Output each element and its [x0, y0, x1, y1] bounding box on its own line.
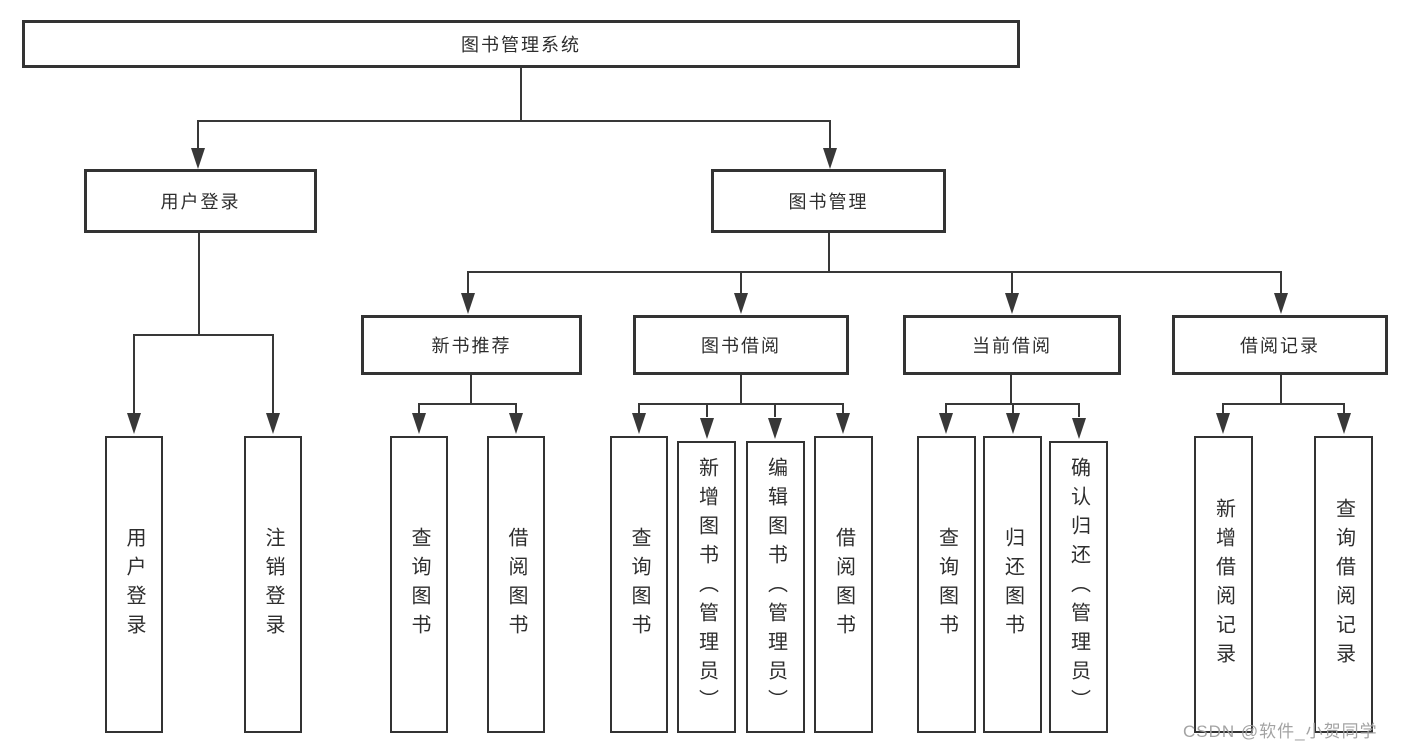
leaf-bb-query-book-label: 查询图书: [628, 526, 650, 643]
node-new-book-rec: 新书推荐: [361, 315, 582, 375]
leaf-cb-return-book: 归还图书: [983, 436, 1042, 733]
arrow-down-icon: [1216, 413, 1230, 434]
connector-line: [1011, 271, 1013, 295]
node-borrow-record-label: 借阅记录: [1240, 336, 1320, 356]
leaf-bb-borrow-book-label: 借阅图书: [832, 526, 855, 643]
node-root: 图书管理系统: [22, 20, 1020, 68]
connector-line: [467, 271, 1282, 273]
leaf-bb-edit-book: 编辑图书（管理员）: [746, 441, 805, 733]
leaf-user-login-label: 用户登录: [123, 526, 145, 643]
connector-line: [842, 403, 844, 415]
connector-line: [740, 375, 742, 405]
leaf-rec-query-book: 查询图书: [390, 436, 448, 733]
arrow-down-icon: [509, 413, 523, 434]
leaf-br-query-record: 查询借阅记录: [1314, 436, 1373, 733]
connector-line: [198, 233, 200, 336]
node-user-login: 用户登录: [84, 169, 317, 233]
connector-line: [829, 120, 831, 150]
leaf-rec-query-book-label: 查询图书: [408, 526, 430, 643]
leaf-rec-borrow-book-label: 借阅图书: [505, 526, 527, 643]
arrow-down-icon: [127, 413, 141, 434]
arrow-down-icon: [412, 413, 426, 434]
leaf-br-add-record-label: 新增借阅记录: [1212, 497, 1235, 672]
leaf-cb-confirm-return-label: 确认归还（管理员）: [1067, 456, 1090, 718]
arrow-down-icon: [939, 413, 953, 434]
arrow-down-icon: [632, 413, 646, 434]
leaf-cb-confirm-return: 确认归还（管理员）: [1049, 441, 1108, 733]
leaf-br-add-record: 新增借阅记录: [1194, 436, 1253, 733]
connector-line: [1280, 271, 1282, 295]
connector-line: [197, 120, 831, 122]
arrow-down-icon: [1005, 293, 1019, 314]
leaf-bb-add-book-label: 新增图书（管理员）: [695, 456, 718, 718]
connector-line: [1280, 375, 1282, 405]
connector-line: [272, 334, 274, 414]
connector-line: [520, 68, 522, 122]
node-book-mgmt: 图书管理: [711, 169, 946, 233]
connector-line: [197, 120, 199, 150]
connector-line: [418, 403, 517, 405]
leaf-cb-query-book: 查询图书: [917, 436, 976, 733]
connector-line: [1010, 375, 1012, 405]
leaf-br-query-record-label: 查询借阅记录: [1332, 497, 1355, 672]
connector-line: [515, 403, 517, 415]
connector-line: [1343, 403, 1345, 415]
node-user-login-label: 用户登录: [160, 192, 241, 212]
connector-line: [133, 334, 135, 414]
leaf-user-login: 用户登录: [105, 436, 163, 733]
connector-line: [1222, 403, 1224, 415]
leaf-bb-query-book: 查询图书: [610, 436, 668, 733]
connector-line: [467, 271, 469, 295]
leaf-bb-add-book: 新增图书（管理员）: [677, 441, 736, 733]
connector-line: [638, 403, 640, 415]
connector-line: [1078, 403, 1080, 417]
arrow-down-icon: [823, 148, 837, 169]
leaf-logout-label: 注销登录: [262, 526, 284, 643]
node-borrow-record: 借阅记录: [1172, 315, 1388, 375]
node-root-label: 图书管理系统: [461, 35, 581, 55]
node-new-book-rec-label: 新书推荐: [431, 336, 512, 356]
node-current-borrow: 当前借阅: [903, 315, 1121, 375]
arrow-down-icon: [1006, 413, 1020, 434]
arrow-down-icon: [700, 418, 714, 439]
node-book-borrow-label: 图书借阅: [701, 336, 781, 356]
connector-line: [740, 271, 742, 295]
csdn-watermark: CSDN @软件_小贺同学: [1183, 722, 1378, 741]
arrow-down-icon: [734, 293, 748, 314]
connector-line: [418, 403, 420, 415]
node-book-mgmt-label: 图书管理: [788, 192, 869, 212]
arrow-down-icon: [768, 418, 782, 439]
connector-line: [706, 403, 708, 417]
arrow-down-icon: [266, 413, 280, 434]
arrow-down-icon: [461, 293, 475, 314]
connector-line: [1012, 403, 1014, 415]
connector-line: [828, 233, 830, 273]
node-current-borrow-label: 当前借阅: [972, 336, 1052, 356]
leaf-cb-query-book-label: 查询图书: [935, 526, 958, 643]
arrow-down-icon: [191, 148, 205, 169]
leaf-bb-borrow-book: 借阅图书: [814, 436, 873, 733]
connector-line: [470, 375, 472, 405]
arrow-down-icon: [1274, 293, 1288, 314]
leaf-logout: 注销登录: [244, 436, 302, 733]
arrow-down-icon: [1072, 418, 1086, 439]
connector-line: [133, 334, 273, 336]
connector-line: [774, 403, 776, 417]
leaf-bb-edit-book-label: 编辑图书（管理员）: [764, 456, 787, 718]
arrow-down-icon: [1337, 413, 1351, 434]
leaf-cb-return-book-label: 归还图书: [1001, 526, 1024, 643]
leaf-rec-borrow-book: 借阅图书: [487, 436, 545, 733]
node-book-borrow: 图书借阅: [633, 315, 849, 375]
arrow-down-icon: [836, 413, 850, 434]
connector-line: [1222, 403, 1344, 405]
connector-line: [638, 403, 844, 405]
connector-line: [945, 403, 947, 415]
